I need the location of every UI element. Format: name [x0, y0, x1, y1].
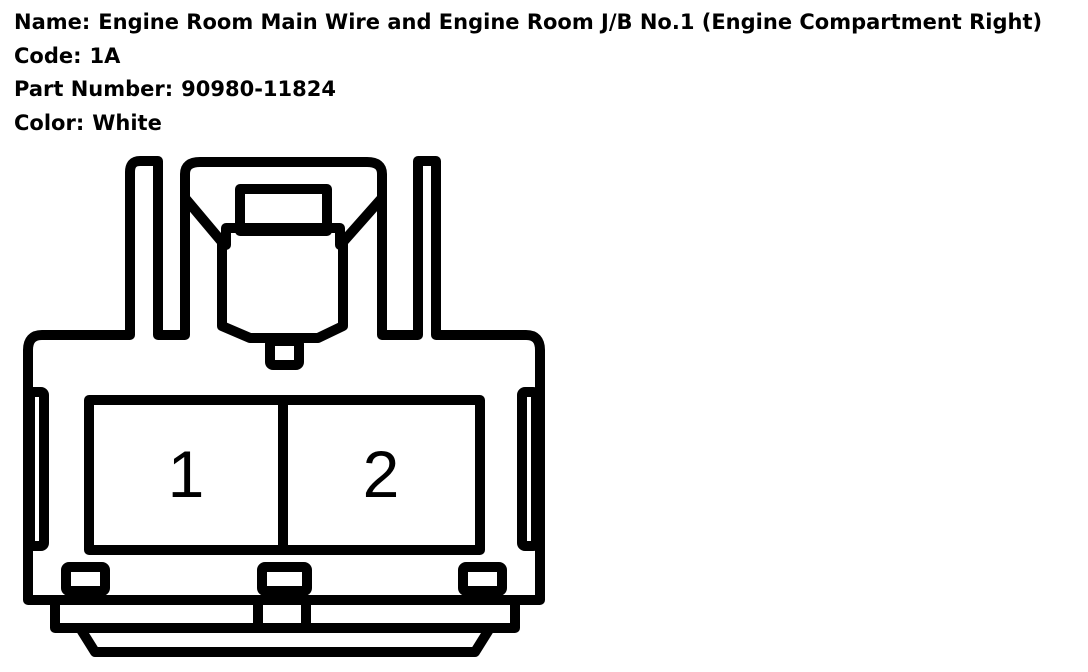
bottom-lip: [75, 623, 495, 657]
name-row: Name: Engine Room Main Wire and Engine Ro…: [14, 6, 1042, 40]
part-number-row: Part Number: 90980-11824: [14, 73, 1042, 107]
color-label: Color:: [14, 110, 85, 135]
code-label: Code:: [14, 43, 82, 68]
latch-hood: [180, 193, 387, 343]
connector-info: Name: Engine Room Main Wire and Engine Ro…: [14, 6, 1042, 140]
bottom-window-right: [458, 562, 507, 596]
name-value: Engine Room Main Wire and Engine Room J/…: [98, 10, 1043, 34]
latch-base: [221, 223, 345, 250]
name-label: Name:: [14, 10, 91, 34]
color-value: White: [92, 110, 162, 135]
bottom-window-center: [257, 562, 312, 596]
part-number-label: Part Number:: [14, 77, 174, 101]
code-value: 1A: [89, 43, 121, 68]
pin-1-label: 1: [168, 437, 205, 511]
pin-2-label: 2: [363, 437, 400, 511]
part-number-value: 90980-11824: [181, 77, 336, 101]
color-row: Color: White: [14, 107, 1042, 141]
left-side-slot: [25, 387, 49, 551]
right-side-slot: [517, 387, 541, 551]
bottom-window-left: [61, 562, 110, 596]
bottom-rail: [50, 595, 520, 633]
code-row: Code: 1A: [14, 40, 1042, 74]
key-window: [265, 336, 304, 370]
connector-housing: [23, 156, 545, 605]
